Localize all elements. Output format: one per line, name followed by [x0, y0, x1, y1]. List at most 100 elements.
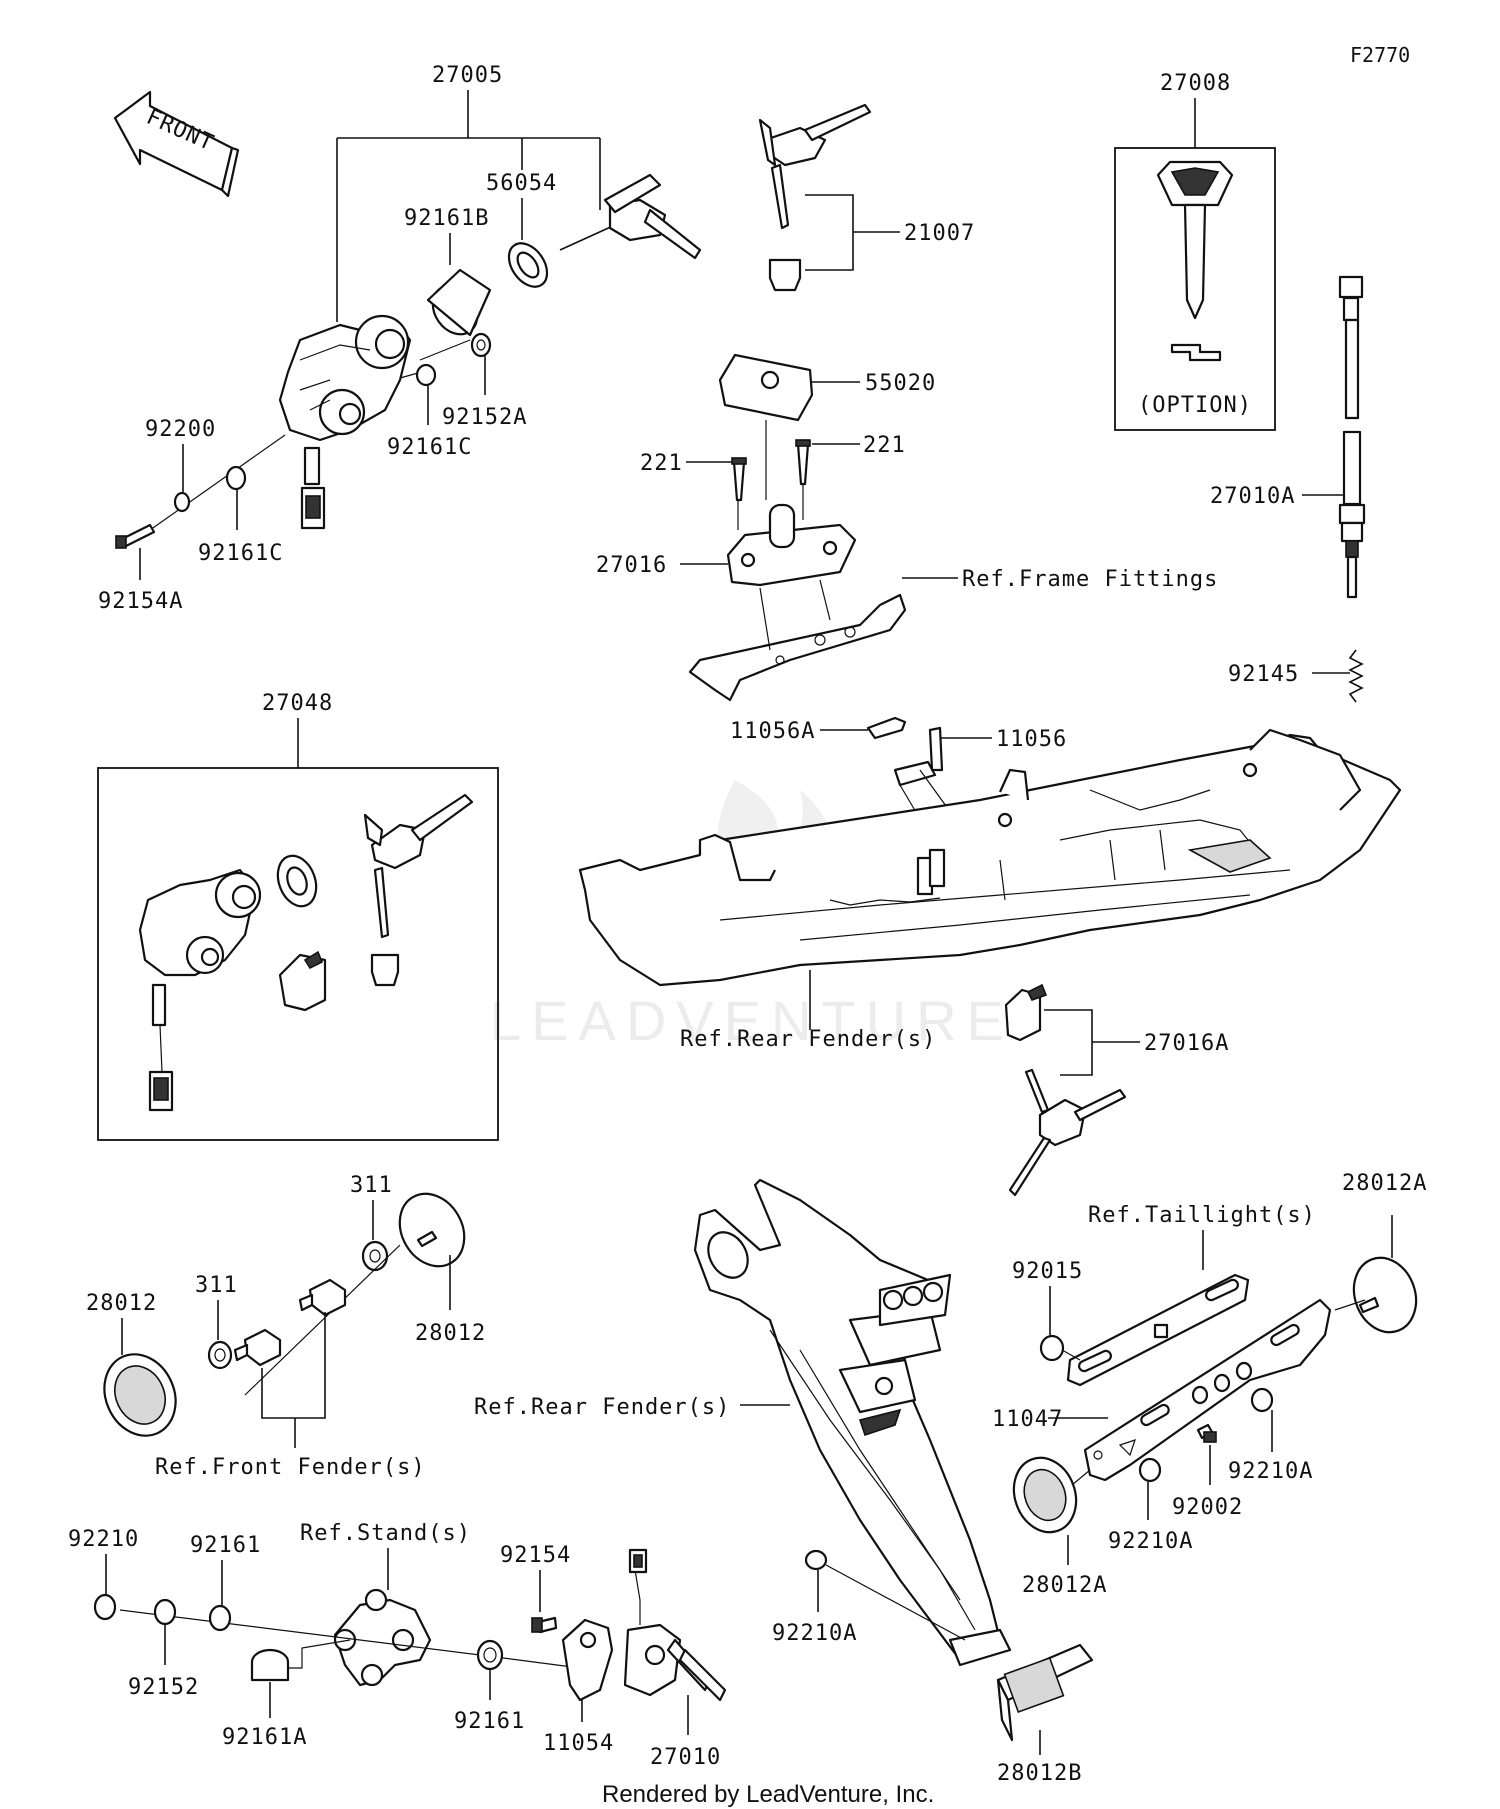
callout-ref-frame: Ref.Frame Fittings — [962, 567, 1218, 592]
screw-221-a — [731, 457, 747, 502]
spacer-front-b — [298, 1278, 347, 1317]
reflector-28012a-right — [1352, 1256, 1418, 1334]
callout-92152: 92152 — [128, 1675, 199, 1700]
callout-92210a-c: 92210A — [772, 1621, 857, 1646]
lock-27016a — [1004, 983, 1048, 1042]
license-bracket-11047 — [1083, 1298, 1332, 1482]
cover-55020 — [718, 353, 814, 422]
nut-92210a-b — [1138, 1457, 1162, 1483]
footer-credit: Rendered by LeadVenture, Inc. — [602, 1781, 934, 1808]
callout-92210a-b: 92210A — [1108, 1529, 1193, 1554]
rear-frame — [578, 728, 1402, 987]
callout-28012-b: 28012 — [86, 1291, 157, 1316]
callout-27016: 27016 — [596, 553, 667, 578]
plate-11054 — [561, 1618, 614, 1702]
stand-bracket — [333, 1588, 432, 1687]
callout-ref-stand: Ref.Stand(s) — [300, 1521, 471, 1546]
kit-ignition-switch — [138, 868, 262, 1112]
nut-311-b — [207, 1340, 233, 1370]
option-box — [1114, 147, 1276, 431]
callout-56054: 56054 — [486, 171, 557, 196]
callout-311-b: 311 — [195, 1273, 238, 1298]
rear-fender-bracket — [693, 1178, 1012, 1667]
ring-92161b — [426, 268, 492, 337]
callout-221-b: 221 — [863, 433, 906, 458]
washer-92161c-b — [225, 465, 247, 491]
kit-grommet — [370, 953, 400, 987]
callout-92002: 92002 — [1172, 1495, 1243, 1520]
taillight-bracket-upper — [1066, 1273, 1250, 1387]
washer-92161c-a — [415, 363, 437, 387]
callout-92015: 92015 — [1012, 1259, 1083, 1284]
option-key-icon — [1156, 160, 1234, 362]
nut-92210 — [93, 1593, 117, 1621]
kit-box-27048 — [97, 767, 499, 1141]
callout-11054: 11054 — [543, 1731, 614, 1756]
callout-92161-a: 92161 — [190, 1533, 261, 1558]
callout-27010: 27010 — [650, 1745, 721, 1770]
callout-311-a: 311 — [350, 1173, 393, 1198]
callout-ref-taillight: Ref.Taillight(s) — [1088, 1203, 1316, 1228]
reflector-28012-right — [398, 1192, 466, 1268]
callout-92200: 92200 — [145, 417, 216, 442]
switch-27010a — [1338, 275, 1366, 599]
bolt-92154 — [531, 1616, 558, 1634]
bolt-92154a — [115, 523, 156, 549]
callout-11056a: 11056A — [730, 719, 815, 744]
callout-92161b: 92161B — [404, 206, 489, 231]
nut-92015 — [1039, 1334, 1065, 1362]
seal-56054 — [507, 242, 549, 288]
key-set-21007-icon — [758, 103, 872, 292]
kit-lock-cylinder — [278, 950, 327, 1012]
callout-92145: 92145 — [1228, 662, 1299, 687]
callout-21007: 21007 — [904, 221, 975, 246]
plate-27016 — [726, 503, 857, 587]
washer-92152 — [153, 1598, 177, 1626]
callout-92154a: 92154A — [98, 589, 183, 614]
callout-ref-rear-fender-2: Ref.Rear Fender(s) — [474, 1395, 730, 1420]
callout-28012a-a: 28012A — [1342, 1171, 1427, 1196]
callout-92161c-b: 92161C — [198, 541, 283, 566]
callout-92161c-a: 92161C — [387, 435, 472, 460]
callout-92161-b: 92161 — [454, 1709, 525, 1734]
front-arrow-icon: FRONT — [113, 90, 240, 198]
washer-92161-a — [208, 1604, 232, 1632]
callout-11056: 11056 — [996, 727, 1067, 752]
spring-92145 — [1348, 649, 1364, 703]
callout-92210a-a: 92210A — [1228, 1459, 1313, 1484]
callout-27010a: 27010A — [1210, 484, 1295, 509]
callout-28012-a: 28012 — [415, 1321, 486, 1346]
kit-key-icon — [363, 793, 474, 939]
nut-92210a-a — [1250, 1387, 1274, 1413]
callout-27016a: 27016A — [1144, 1031, 1229, 1056]
callout-27048: 27048 — [262, 691, 333, 716]
callout-92154: 92154 — [500, 1543, 571, 1568]
callout-55020: 55020 — [865, 371, 936, 396]
callout-27005: 27005 — [432, 63, 503, 88]
callout-ref-front-fender: Ref.Front Fender(s) — [155, 1455, 426, 1480]
ignition-switch-body — [278, 314, 412, 530]
nut-92210a-c — [804, 1549, 828, 1571]
reflector-28012a-left — [1012, 1456, 1078, 1534]
screw-221-b — [795, 439, 811, 486]
clip-11056a — [866, 716, 907, 740]
callout-27008: 27008 — [1160, 71, 1231, 96]
clip-11056 — [893, 726, 944, 787]
option-label: (OPTION) — [1138, 393, 1252, 418]
spacer-front-a — [233, 1328, 282, 1367]
kit-seal — [276, 854, 318, 908]
callout-11047: 11047 — [992, 1407, 1063, 1432]
callout-92152a: 92152A — [442, 405, 527, 430]
watermark-text: LEADVENTURE — [490, 989, 1014, 1052]
bushing-92161a — [250, 1639, 351, 1682]
callout-221-a: 221 — [640, 451, 683, 476]
washer-92161-b — [476, 1639, 504, 1671]
washer-92200 — [173, 491, 191, 513]
reflector-28012-left — [103, 1353, 177, 1437]
frame-bracket — [688, 593, 907, 702]
ignition-key-icon — [559, 173, 702, 260]
callout-28012a-b: 28012A — [1022, 1573, 1107, 1598]
key-27016a-icon — [1008, 1068, 1127, 1197]
callout-ref-rear-fender-1: Ref.Rear Fender(s) — [680, 1027, 936, 1052]
